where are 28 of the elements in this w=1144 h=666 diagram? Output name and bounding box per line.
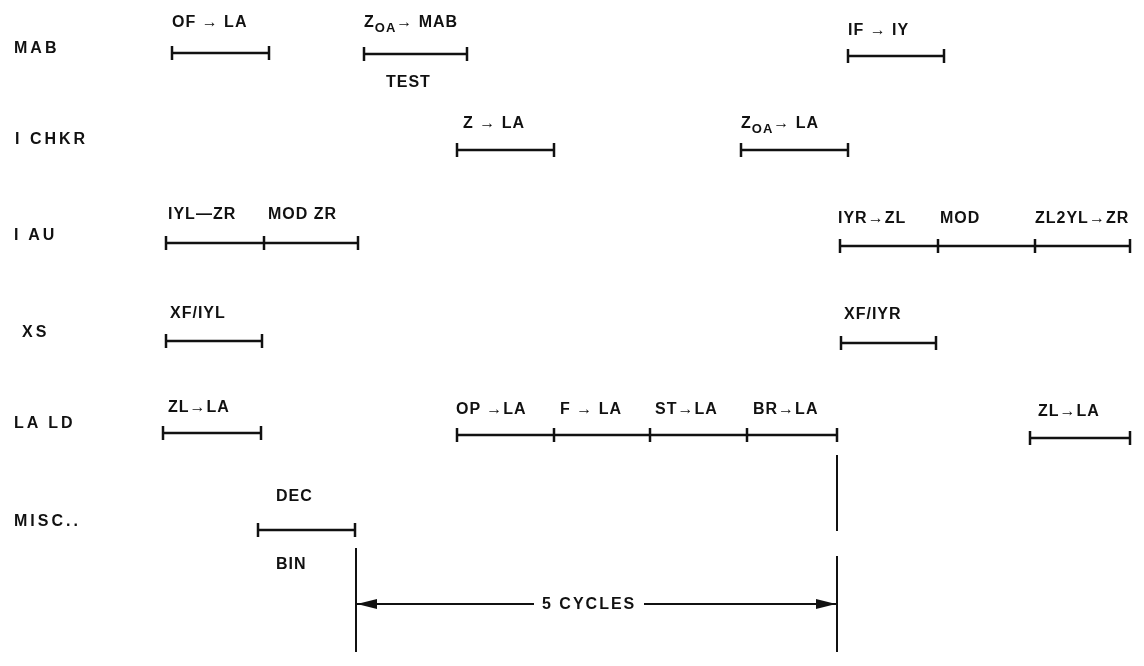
timing-label: OF → LA bbox=[172, 14, 248, 30]
timing-label: Z$_{OA}$→ MAB bbox=[364, 14, 459, 34]
timing-label: XF/IYR bbox=[844, 306, 902, 322]
timing-label: ZL→LA bbox=[1038, 403, 1100, 419]
timing-label: ZL→LA bbox=[168, 399, 230, 415]
timing-label: XF/IYL bbox=[170, 305, 226, 321]
row-label: I AU bbox=[14, 227, 58, 243]
timing-label: IYL—ZR bbox=[168, 206, 237, 222]
timing-label: ZL2YL→ZR bbox=[1035, 210, 1130, 226]
row-label: XS bbox=[22, 324, 50, 340]
timing-label: TEST bbox=[386, 74, 431, 90]
timing-label: OP →LA bbox=[456, 401, 527, 417]
timing-label: BR→LA bbox=[753, 401, 819, 417]
timing-label: MOD ZR bbox=[268, 206, 338, 222]
timing-label: BIN bbox=[276, 556, 307, 572]
timing-label: DEC bbox=[276, 488, 313, 504]
dimension-label: 5 CYCLES bbox=[534, 596, 645, 612]
timing-label: ST→LA bbox=[655, 401, 718, 417]
row-label: MISC.. bbox=[14, 513, 81, 529]
timing-label: Z$_{OA}$→ LA bbox=[741, 115, 820, 135]
timing-label: MOD bbox=[940, 210, 981, 226]
timing-label: F → LA bbox=[560, 401, 622, 417]
timing-label: IF → IY bbox=[848, 22, 910, 38]
row-label: I CHKR bbox=[15, 131, 89, 147]
timing-label: Z → LA bbox=[463, 115, 525, 131]
row-label: MAB bbox=[14, 40, 60, 56]
row-label: LA LD bbox=[14, 415, 76, 431]
timing-label: IYR→ZL bbox=[838, 210, 907, 226]
